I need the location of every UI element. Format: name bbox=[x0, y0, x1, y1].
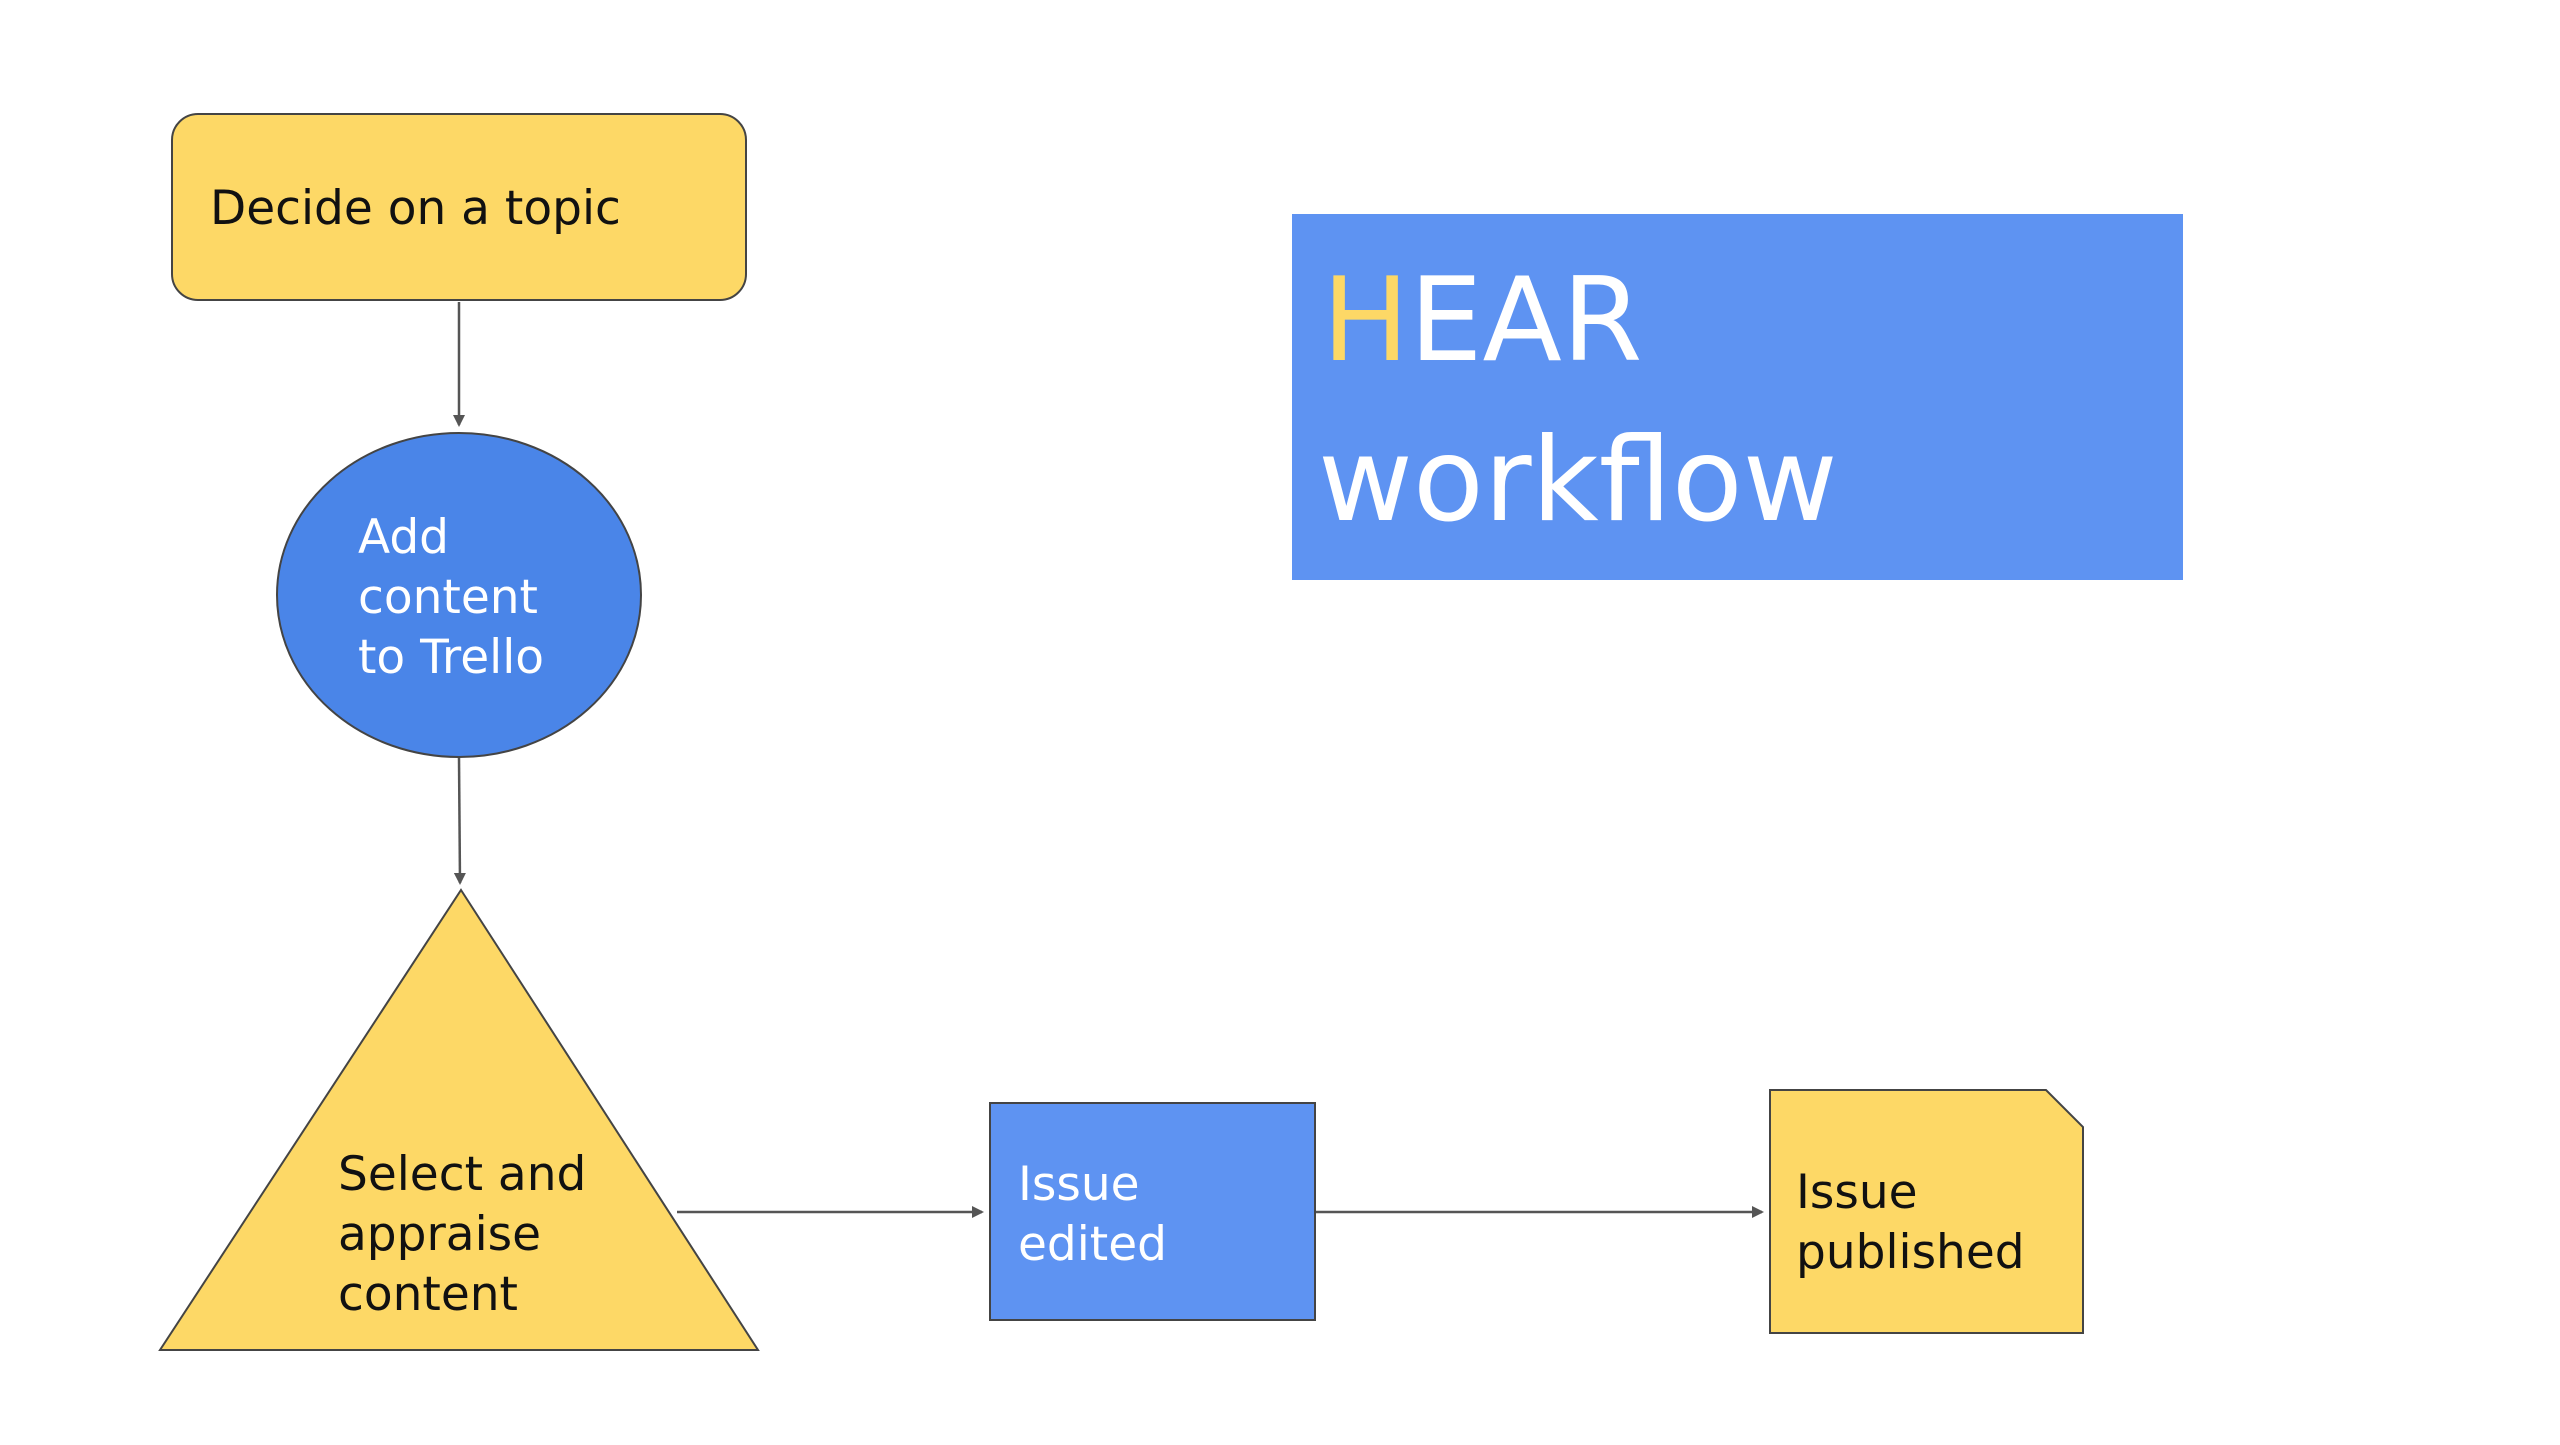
node-decide-topic-shape bbox=[171, 113, 747, 301]
title-line-2: workflow bbox=[1318, 413, 1838, 548]
node-issue-published: Issue published bbox=[1769, 1089, 2084, 1334]
node-select-appraise-label: Select and appraise content bbox=[338, 1147, 601, 1322]
node-select-appraise-line: content bbox=[338, 1267, 518, 1322]
node-issue-published-shape bbox=[1769, 1089, 2084, 1334]
node-select-appraise-line: Select and bbox=[338, 1147, 586, 1202]
node-issue-published-line: Issue bbox=[1796, 1165, 1918, 1220]
node-add-content: Add content to Trello bbox=[276, 432, 642, 758]
node-issue-edited: Issue edited bbox=[989, 1102, 1316, 1321]
edges bbox=[453, 302, 1764, 1218]
node-decide-topic-line: Decide on a topic bbox=[210, 181, 621, 236]
title-line-1-rest: EAR bbox=[1409, 253, 1642, 388]
node-decide-topic-label: Decide on a topic bbox=[210, 181, 621, 236]
title-box: HEAR workflow bbox=[1292, 214, 2183, 580]
title-line-1: HEAR bbox=[1322, 253, 1642, 388]
node-select-appraise-line: appraise bbox=[338, 1207, 541, 1262]
node-add-content-line: content bbox=[358, 570, 538, 625]
node-issue-edited-line: edited bbox=[1018, 1217, 1167, 1272]
title-accent-letter: H bbox=[1322, 253, 1409, 388]
node-select-appraise-shape bbox=[158, 888, 760, 1351]
node-add-content-label: Add content to Trello bbox=[358, 510, 553, 685]
node-add-content-line: Add bbox=[358, 510, 449, 565]
title-background bbox=[1292, 214, 2183, 580]
node-add-content-line: to Trello bbox=[358, 630, 544, 685]
node-issue-edited-shape bbox=[989, 1102, 1316, 1321]
node-issue-edited-label: Issue edited bbox=[1018, 1157, 1167, 1272]
node-add-content-shape bbox=[276, 432, 642, 758]
node-issue-edited-line: Issue bbox=[1018, 1157, 1140, 1212]
node-issue-published-label: Issue published bbox=[1796, 1165, 2025, 1280]
node-decide-topic: Decide on a topic bbox=[171, 113, 747, 301]
edge-add-to-select bbox=[453, 757, 466, 885]
node-select-appraise: Select and appraise content bbox=[158, 888, 760, 1351]
node-issue-published-line: published bbox=[1796, 1225, 2025, 1280]
